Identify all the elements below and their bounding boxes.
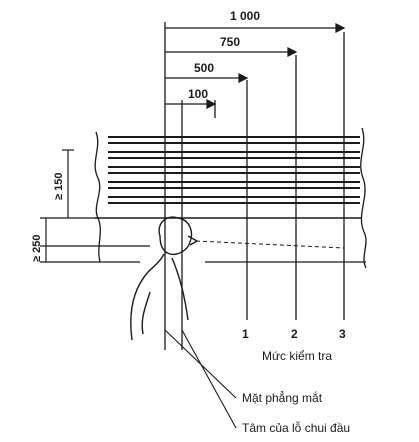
reference-lines [164,22,345,350]
person-chest [171,257,189,321]
person-torso [130,271,149,341]
break-line-right [360,127,367,269]
rail-bars [108,136,360,204]
break-line-left [94,131,101,219]
arrow-head [238,73,249,83]
person-neck-back [147,253,165,273]
vertical-dimensions [40,149,150,263]
head-hole-caption: Tâm của lỗ chui đầu [242,420,350,435]
sight-line [195,240,345,249]
dim-150-label: ≥ 150 [53,173,65,200]
test-levels-caption: Mức kiểm tra [262,349,332,363]
eye-plane-caption: Mặt phẳng mắt [242,390,323,405]
arrow-head [287,47,298,57]
person-head [158,216,193,256]
dim-500-label: 500 [194,61,214,75]
level-3-label: 3 [339,327,346,341]
leader-lines [164,329,237,429]
dim-750-label: 750 [220,35,240,49]
arrow-head [206,99,217,109]
dim-100-label: 100 [188,87,208,101]
person-arm [141,291,151,335]
dim-250-label: ≥ 250 [31,235,43,262]
level-1-label: 1 [242,327,249,341]
leader-head-hole [181,329,237,429]
dim-1000-label: 1 000 [230,9,260,23]
arrow-head [335,23,346,33]
dimension-lines [165,23,346,109]
break-line-left-lower [97,217,101,263]
level-2-label: 2 [291,327,298,341]
person-figure [130,216,199,341]
